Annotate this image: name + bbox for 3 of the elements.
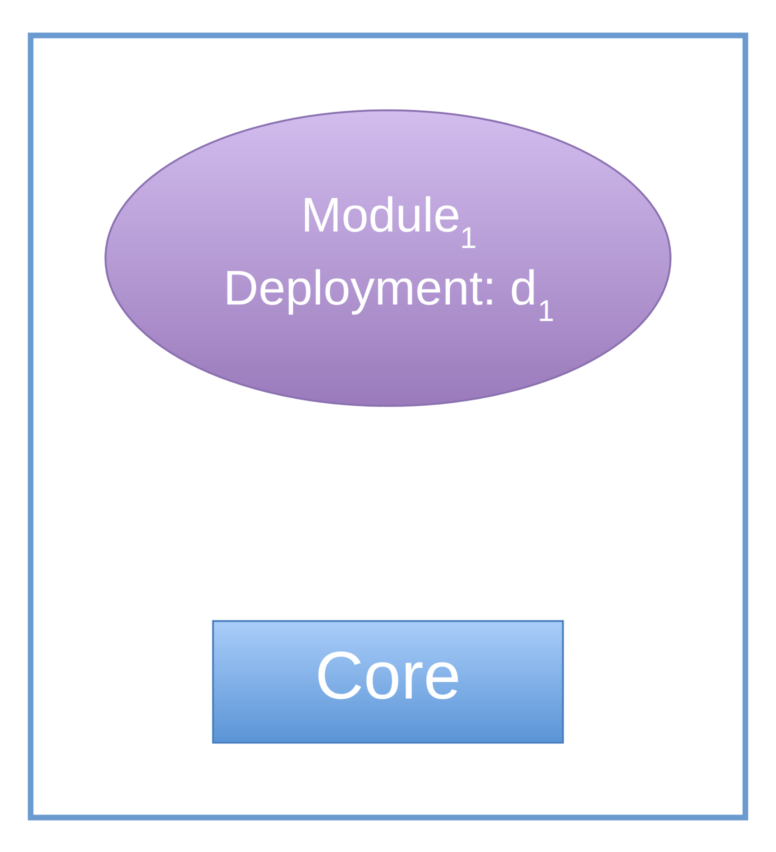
node-ellipse: Module$_{1}$ Deployment: d$_{1}$: [104, 108, 672, 406]
node-box: Core: [212, 620, 564, 744]
cluster: [28, 32, 748, 820]
